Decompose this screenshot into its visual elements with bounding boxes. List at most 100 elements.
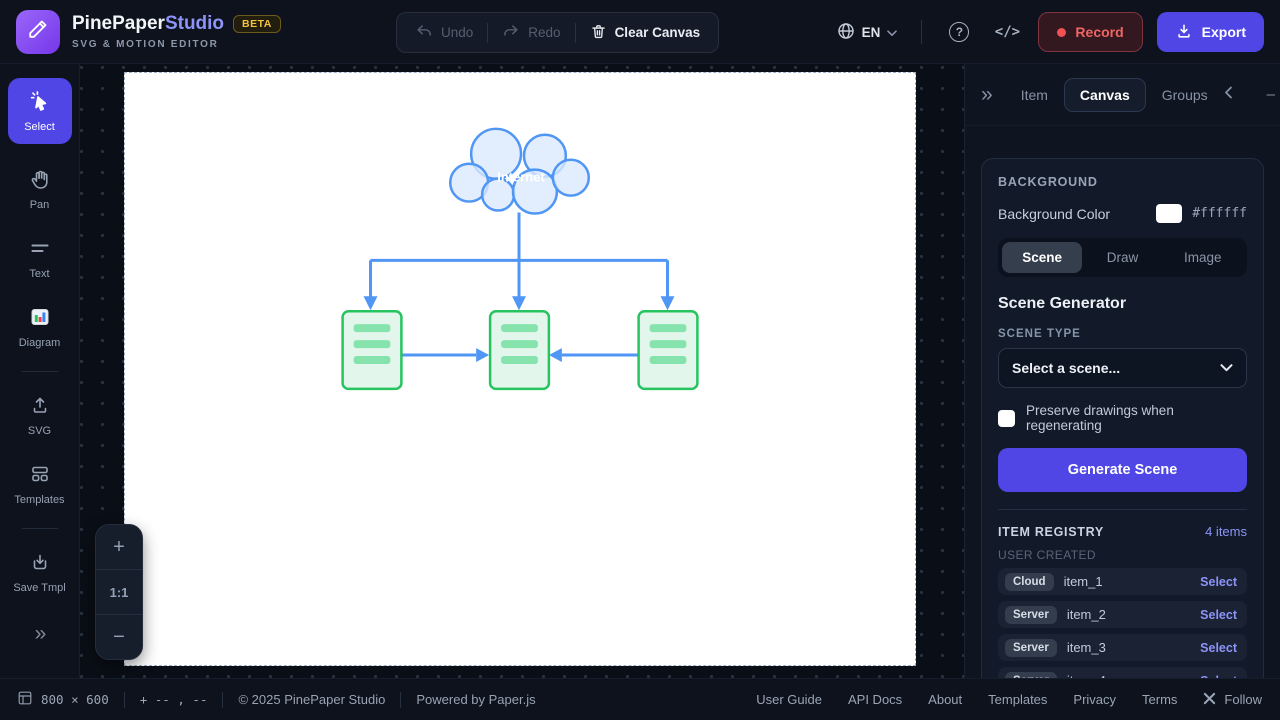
panel-collapse-button[interactable]: »	[981, 83, 993, 107]
status-divider	[222, 691, 224, 708]
select-item-link[interactable]: Select	[1200, 640, 1237, 655]
history-toolbar: Undo Redo	[396, 12, 720, 53]
help-button[interactable]: ?	[942, 15, 976, 49]
code-button[interactable]: </>	[990, 15, 1024, 49]
sidebar-item-templates[interactable]: Templates	[8, 463, 72, 506]
select-item-link[interactable]: Select	[1200, 674, 1241, 679]
brand-secondary: Studio	[164, 13, 225, 34]
scene-generator-title: Scene Generator	[998, 295, 1127, 312]
cloud-shape[interactable]	[448, 127, 591, 215]
generate-scene-button[interactable]: Generate Scene	[998, 448, 1247, 492]
trash-icon	[590, 23, 607, 43]
server-shape-right[interactable]	[637, 309, 699, 391]
link-terms[interactable]: Terms	[1142, 692, 1178, 707]
registry-row-item-2: Server item_2 Select	[998, 601, 1247, 628]
sidebar-item-select[interactable]: Select	[7, 78, 72, 144]
preserve-drawings-checkbox[interactable]	[998, 409, 1015, 427]
sidebar-item-label: Text	[29, 268, 50, 280]
mode-scene[interactable]: Scene	[1002, 242, 1083, 273]
tool-sidebar: Select Pan	[0, 64, 80, 678]
pencil-icon	[27, 18, 49, 45]
color-hex-value: #ffffff	[1192, 206, 1247, 221]
server-shape-center[interactable]	[488, 309, 551, 391]
zoom-reset-button[interactable]: 1:1	[96, 569, 142, 615]
item-name: item_1	[1063, 574, 1103, 589]
text-lines-icon	[29, 237, 51, 262]
zoom-in-button[interactable]: +	[113, 535, 125, 558]
section-divider	[998, 509, 1247, 510]
item-type-badge: Server	[1005, 605, 1057, 624]
scene-svg: Internet	[341, 127, 699, 391]
properties-panel: » Item Canvas Groups – BACKGROUND	[964, 64, 1280, 678]
redo-icon	[502, 22, 520, 43]
item-type-badge: Server	[1005, 671, 1057, 678]
sidebar-divider	[21, 371, 58, 372]
language-label: EN	[861, 24, 881, 40]
double-chevron-right-icon: »	[34, 622, 47, 645]
brand-primary: PinePaper	[72, 13, 165, 34]
sidebar-item-label: Templates	[14, 494, 65, 506]
tab-canvas[interactable]: Canvas	[1063, 77, 1146, 112]
language-selector[interactable]: EN	[833, 22, 902, 43]
background-color-label: Background Color	[998, 205, 1111, 222]
app-logo	[16, 9, 60, 54]
undo-icon	[415, 22, 433, 43]
footer-links: User Guide API Docs About Templates Priv…	[756, 692, 1262, 708]
toolbar-divider	[487, 22, 489, 43]
panel-minimize-button[interactable]: –	[1267, 86, 1275, 103]
item-type-badge: Server	[1005, 638, 1057, 657]
link-user-guide[interactable]: User Guide	[756, 692, 822, 707]
export-button[interactable]: Export	[1156, 12, 1264, 52]
powered-by-text: Powered by Paper.js	[416, 692, 536, 707]
link-privacy[interactable]: Privacy	[1073, 692, 1117, 707]
sidebar-item-text[interactable]: Text	[8, 237, 72, 280]
header-divider	[921, 20, 923, 44]
select-item-link[interactable]: Select	[1200, 574, 1237, 589]
x-logo-icon	[1203, 692, 1216, 708]
frame-icon	[18, 691, 32, 708]
item-name: item_3	[1066, 640, 1106, 655]
brand-text: PinePaperStudio BETA SVG & MOTION EDITOR	[72, 13, 281, 50]
zoom-out-button[interactable]: −	[113, 625, 125, 648]
mode-draw[interactable]: Draw	[1106, 250, 1139, 265]
panel-back-button[interactable]	[1224, 86, 1233, 104]
tab-item[interactable]: Item	[1020, 86, 1048, 103]
color-swatch[interactable]	[1156, 204, 1183, 223]
bar-chart-icon	[29, 306, 51, 331]
link-templates[interactable]: Templates	[988, 692, 1048, 707]
link-about[interactable]: About	[928, 692, 963, 707]
scene-type-select[interactable]: Select a scene...	[998, 348, 1247, 388]
sidebar-item-save-template[interactable]: Save Tmpl	[8, 551, 72, 594]
follow-link[interactable]: Follow	[1203, 692, 1262, 708]
undo-button[interactable]: Undo	[405, 22, 483, 43]
background-mode-tabs: Scene Draw Image	[998, 238, 1247, 277]
canvas-settings-card: BACKGROUND Background Color #ffffff Scen…	[981, 158, 1264, 678]
tab-groups[interactable]: Groups	[1161, 86, 1208, 103]
server-shape-left[interactable]	[341, 309, 403, 391]
record-dot-icon	[1057, 27, 1067, 37]
minus-icon: –	[1266, 86, 1275, 103]
sidebar-expand-button[interactable]: »	[34, 622, 47, 646]
sidebar-item-svg[interactable]: SVG	[8, 394, 72, 437]
registry-row-item-3: Server item_3 Select	[998, 634, 1247, 661]
item-registry-title: ITEM REGISTRY	[998, 524, 1104, 539]
select-item-link[interactable]: Select	[1200, 607, 1237, 622]
workspace: Internet	[80, 64, 964, 678]
sidebar-item-pan[interactable]: Pan	[8, 168, 72, 211]
follow-label: Follow	[1224, 692, 1262, 707]
sidebar-item-diagram[interactable]: Diagram	[8, 306, 72, 349]
status-bar: 800 × 600 + -- , -- © 2025 PinePaper Stu…	[0, 678, 1280, 720]
hand-icon	[29, 168, 51, 193]
status-left: 800 × 600 + -- , -- © 2025 PinePaper Stu…	[18, 691, 536, 708]
arrowheads	[363, 296, 675, 363]
redo-button[interactable]: Redo	[492, 22, 570, 43]
mode-image[interactable]: Image	[1184, 250, 1222, 265]
link-api-docs[interactable]: API Docs	[847, 692, 903, 707]
brand-name: PinePaperStudio	[72, 13, 224, 35]
drawing-canvas[interactable]: Internet	[124, 72, 916, 666]
registry-row-item-4: Server item_4 Select	[998, 667, 1247, 678]
user-created-label: USER CREATED	[998, 548, 1096, 562]
record-button[interactable]: Record	[1038, 12, 1143, 52]
clear-canvas-button[interactable]: Clear Canvas	[580, 23, 711, 43]
